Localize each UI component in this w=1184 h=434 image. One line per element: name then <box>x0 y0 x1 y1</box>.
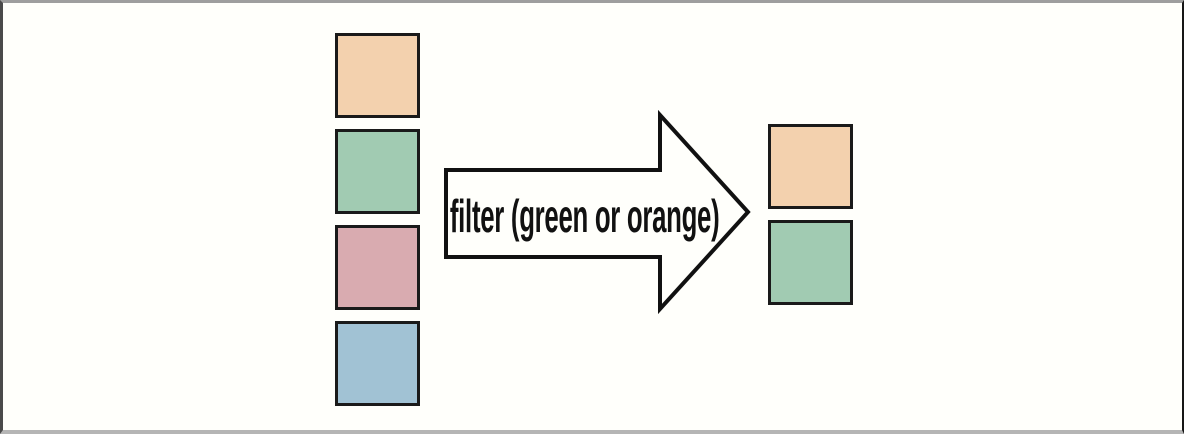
filter-arrow-icon <box>444 110 751 315</box>
input-square-pink <box>335 225 420 310</box>
output-square-column <box>768 124 853 305</box>
input-square-orange <box>335 33 420 118</box>
arrow-shape <box>444 110 751 315</box>
input-square-blue <box>335 321 420 406</box>
output-square-green <box>768 220 853 305</box>
output-square-orange <box>768 124 853 209</box>
input-square-column <box>335 33 420 406</box>
input-square-green <box>335 129 420 214</box>
